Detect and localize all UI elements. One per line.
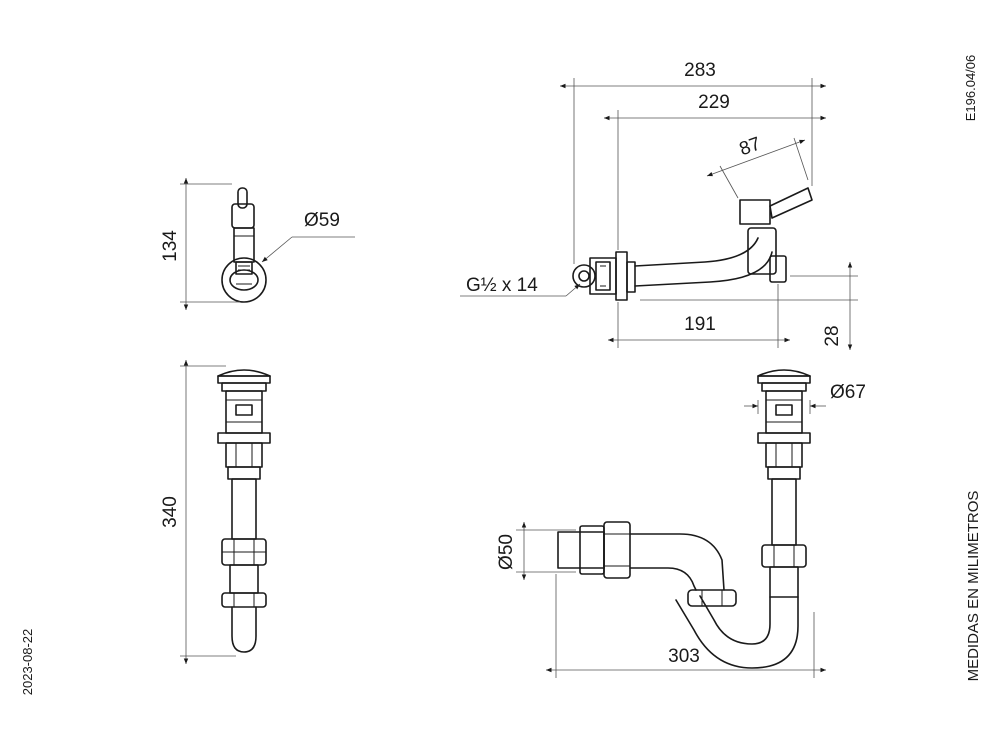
units-note: MEDIDAS EN MILIMETROS <box>965 491 982 682</box>
label-drain-diameter: Ø67 <box>830 382 866 403</box>
dimension-trap-length <box>546 574 826 678</box>
dimension-tap-pipe-length <box>608 284 790 348</box>
label-trap-length: 303 <box>668 646 700 667</box>
label-tap-spout-length: 229 <box>698 92 730 113</box>
label-tap-pipe-length: 191 <box>684 314 716 335</box>
label-tap-connection: G½ x 14 <box>466 275 538 296</box>
dimension-tap-spout-length <box>604 110 826 250</box>
drawing-date: 2023-08-22 <box>20 629 35 696</box>
dimension-trap-outlet-diameter <box>516 522 576 580</box>
drain-trap-side-view <box>557 369 811 669</box>
dimension-tap-diameter <box>261 236 355 263</box>
dimension-tap-front-height <box>180 178 240 310</box>
label-trap-outlet-diameter: Ø50 <box>496 534 517 570</box>
label-tap-offset: 28 <box>822 325 843 346</box>
label-tap-front-height: 134 <box>160 230 181 262</box>
tap-side-view <box>572 187 813 301</box>
label-tap-diameter: Ø59 <box>304 210 340 231</box>
dimension-tap-offset <box>640 262 858 350</box>
label-drain-height: 340 <box>160 496 181 528</box>
label-tap-total-length: 283 <box>684 60 716 81</box>
dimension-drain-height <box>180 360 236 664</box>
tap-front-view <box>221 187 267 303</box>
dimension-tap-lever-length <box>706 137 809 199</box>
reference-code: E196.04/06 <box>963 55 978 122</box>
dimension-tap-total-length <box>560 78 826 264</box>
dimension-drain-diameter <box>744 400 826 414</box>
drain-front-view <box>217 369 271 653</box>
dimension-tap-connection <box>460 283 581 297</box>
